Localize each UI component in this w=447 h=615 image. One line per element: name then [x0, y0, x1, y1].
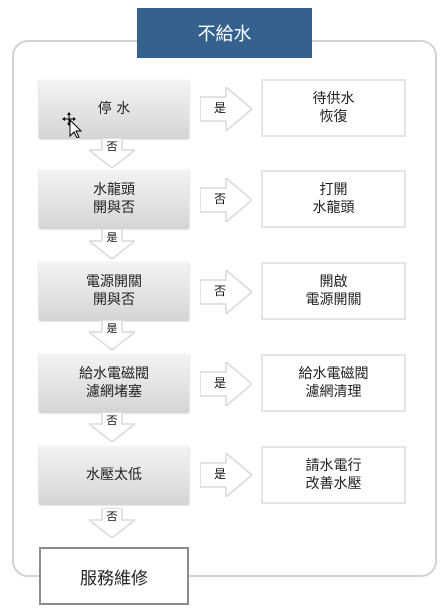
down-arrow-label-5: 否 [106, 510, 118, 523]
down-arrow-label-3: 是 [106, 322, 118, 335]
step-box-3: 電源開關 開與否 [39, 262, 189, 320]
down-arrow-label-4: 否 [106, 414, 118, 427]
yes-arrow-2: 否 [200, 178, 252, 222]
yes-arrow-4: 是 [200, 362, 252, 406]
yes-arrow-label-4: 是 [213, 376, 226, 390]
yes-arrow-5: 是 [200, 453, 252, 497]
yes-arrow-1: 是 [200, 87, 252, 131]
down-arrow-1: 否 [89, 138, 135, 168]
yes-arrow-3: 否 [200, 270, 252, 314]
yes-arrow-label-2: 否 [213, 192, 226, 206]
final-service-box: 服務維修 [39, 547, 189, 605]
move-cursor-icon [62, 112, 83, 139]
flowchart-title: 不給水 [137, 8, 312, 58]
step-box-5: 水壓太低 [39, 446, 189, 504]
down-arrow-5: 否 [89, 508, 135, 538]
step-box-4: 給水電磁閥 濾網堵塞 [39, 354, 189, 412]
yes-arrow-label-5: 是 [213, 467, 226, 481]
step-box-1: 停 水 [39, 80, 189, 138]
solution-box-1: 待供水 恢復 [261, 79, 406, 137]
step-box-2: 水龍頭 開與否 [39, 170, 189, 228]
down-arrow-label-1: 否 [106, 140, 118, 153]
yes-arrow-label-1: 是 [213, 101, 226, 115]
down-arrow-label-2: 是 [106, 231, 118, 244]
down-arrow-4: 否 [89, 412, 135, 442]
down-arrow-2: 是 [89, 229, 135, 259]
solution-box-2: 打開 水龍頭 [261, 170, 406, 228]
solution-box-5: 請水電行 改善水壓 [261, 446, 406, 504]
down-arrow-3: 是 [89, 320, 135, 350]
solution-box-4: 給水電磁閥 濾網清理 [261, 354, 406, 412]
yes-arrow-label-3: 否 [213, 284, 226, 298]
solution-box-3: 開啟 電源開關 [261, 262, 406, 320]
